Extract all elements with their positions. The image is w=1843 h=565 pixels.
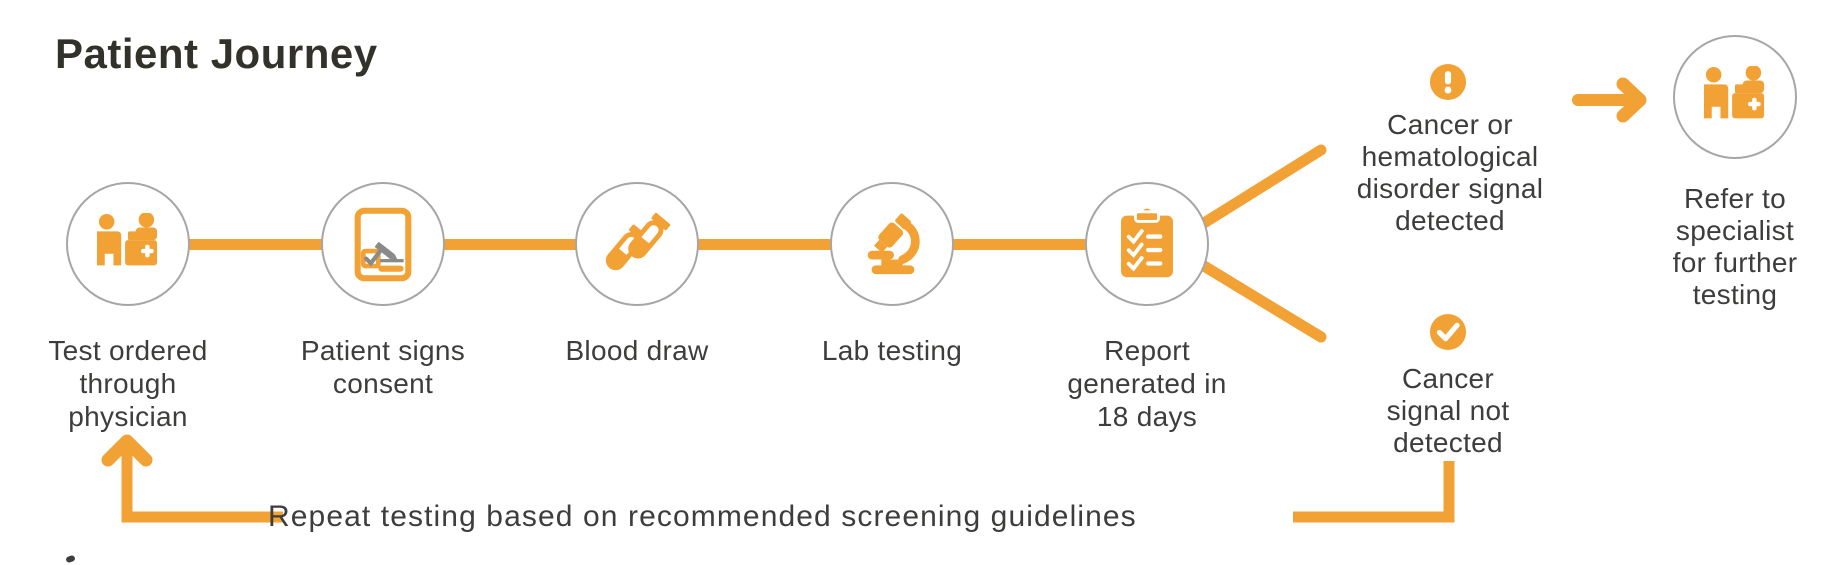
label-line: Cancer or [1387, 109, 1513, 140]
step-circle-blood-draw [575, 182, 699, 306]
label-line: 18 days [1096, 401, 1198, 432]
label-line: disorder signal [1356, 173, 1544, 204]
label-line: detected [1395, 205, 1505, 236]
step-circle-test-ordered [66, 182, 190, 306]
repeat-note: Repeat testing based on recommended scre… [268, 500, 1137, 533]
step-label-test-ordered: Test ordered through physician [48, 334, 207, 433]
label-line: signal not [1386, 395, 1510, 426]
referral-circle [1673, 35, 1797, 159]
test-tubes-icon [605, 212, 671, 271]
outcome-not-detected-label: Cancer signal not detected [1387, 363, 1510, 459]
alert-icon [1429, 63, 1467, 101]
physician-consult-icon [97, 213, 158, 266]
check-icon [1429, 313, 1467, 351]
step-circle-consent [321, 182, 445, 306]
label-line: specialist [1675, 215, 1795, 246]
signed-consent-icon [354, 207, 412, 281]
label-line: Cancer [1401, 363, 1495, 394]
page-title: Patient Journey [55, 30, 378, 77]
label-line: Blood draw [565, 335, 709, 366]
cropped-text-fragment [65, 554, 76, 564]
outcome-detected-badge [1429, 63, 1467, 101]
refer-arrow-head [1616, 77, 1647, 123]
step-label-consent: Patient signs consent [301, 334, 465, 400]
label-line: detected [1393, 427, 1503, 458]
label-line: Patient signs [300, 335, 466, 366]
microscope-icon [867, 213, 920, 275]
label-line: generated in [1067, 368, 1227, 399]
step-label-blood-draw: Blood draw [565, 334, 708, 367]
label-line: consent [332, 368, 434, 399]
step-circle-report [1085, 182, 1209, 306]
referral-label: Refer to specialist for further testing [1673, 183, 1798, 311]
label-line: for further [1672, 247, 1798, 278]
label-line: Test ordered [48, 335, 208, 366]
label-line: Refer to [1684, 183, 1786, 214]
label-line: hematological [1361, 141, 1539, 172]
outcome-not-detected-badge [1429, 313, 1467, 351]
label-line: through [79, 368, 177, 399]
label-line: testing [1692, 279, 1778, 310]
branch-line-not-detected [1198, 260, 1327, 343]
label-line: Lab testing [821, 335, 963, 366]
branch-line-detected [1198, 144, 1327, 229]
outcome-detected-label: Cancer or hematological disorder signal … [1357, 109, 1544, 237]
step-label-report: Report generated in 18 days [1067, 334, 1226, 433]
label-line: physician [68, 401, 188, 432]
repeat-arrow-head [101, 434, 153, 467]
repeat-line-left [121, 447, 283, 523]
step-circle-lab-testing [830, 182, 954, 306]
specialist-consult-icon [1704, 66, 1765, 119]
label-line: Report [1104, 335, 1190, 366]
repeat-line-right [1293, 461, 1455, 523]
report-checklist-icon [1121, 206, 1173, 277]
step-label-lab-testing: Lab testing [822, 334, 962, 367]
